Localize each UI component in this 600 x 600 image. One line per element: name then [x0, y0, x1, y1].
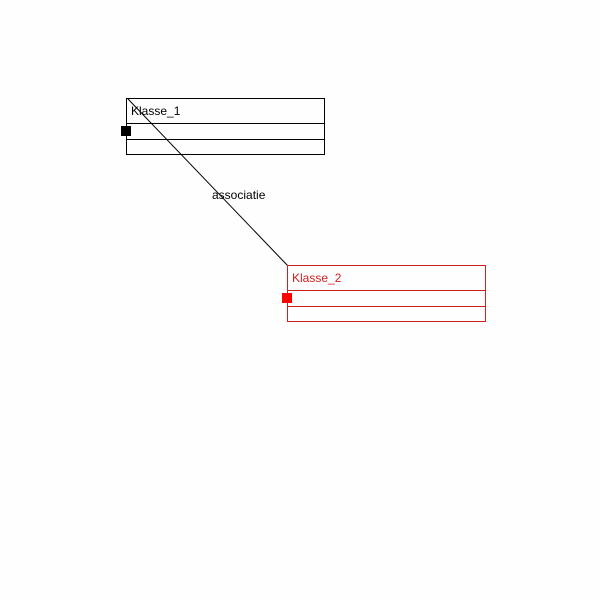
connection-handle-klasse-2[interactable]: [282, 293, 292, 303]
class-attributes-compartment[interactable]: [127, 124, 324, 140]
class-operations-compartment[interactable]: [127, 140, 324, 154]
connection-handle-klasse-1[interactable]: [121, 126, 131, 136]
class-operations-compartment[interactable]: [288, 307, 485, 321]
class-attributes-compartment[interactable]: [288, 291, 485, 307]
class-name[interactable]: Klasse_1: [127, 99, 324, 124]
class-name[interactable]: Klasse_2: [288, 266, 485, 291]
class-box-klasse-1[interactable]: Klasse_1: [126, 98, 325, 155]
class-box-klasse-2[interactable]: Klasse_2: [287, 265, 486, 322]
association-label[interactable]: associatie: [212, 188, 266, 202]
